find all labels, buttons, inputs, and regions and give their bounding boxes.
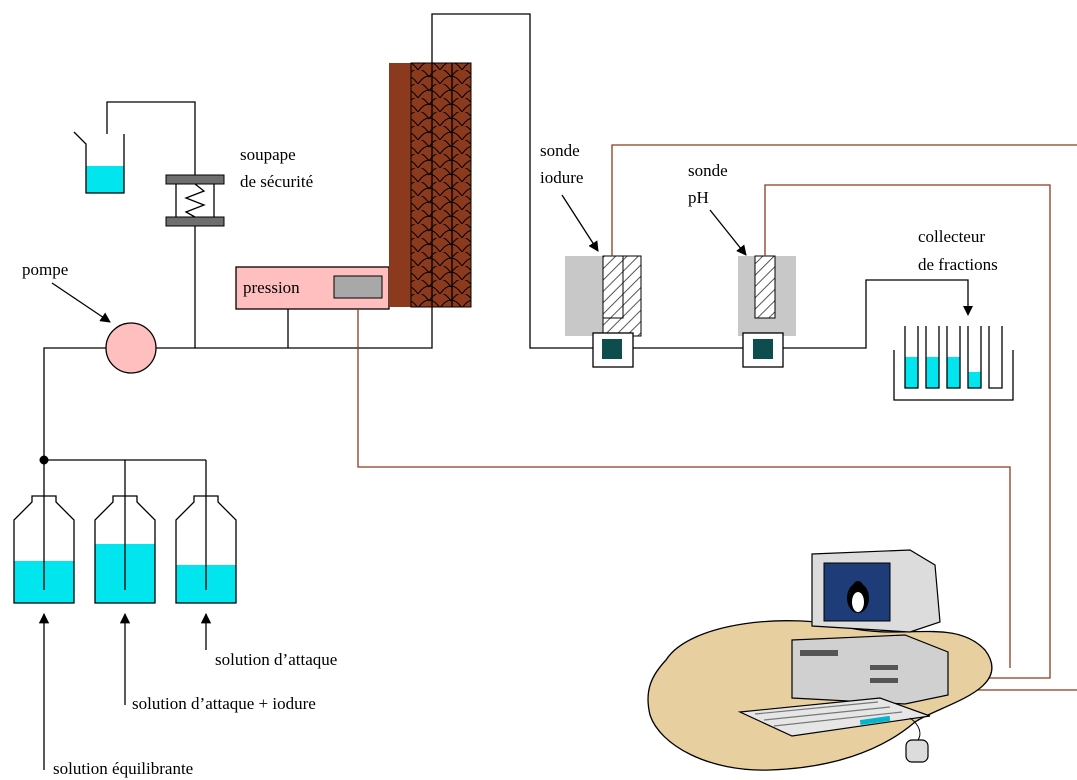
ph-probe [738,255,796,368]
mouse [905,739,929,763]
label-collecteur-line1: collecteur [918,227,985,246]
beaker-liquid [86,166,124,193]
collector-feed-line [783,279,969,349]
label-collecteur-line2: de fractions [918,255,998,274]
valve-outlet-line [106,101,196,175]
arrow-pompe [51,282,111,323]
label-solution-attaque: solution d’attaque [215,650,337,669]
bottle-solution-attaque [175,460,237,604]
pump-icon [105,322,157,374]
wire-ph [764,184,1051,679]
flow-cell [602,339,622,359]
bottle-solution-equilibrante [13,460,75,604]
arrow-sonde-iodure [561,194,599,252]
pressure-gauge: pression [235,266,390,310]
label-sonde-iodure-line2: iodure [540,168,583,187]
label-solution-attaque-iodure: solution d’attaque + iodure [132,694,316,713]
bottle-solution-attaque-iodure [94,460,156,604]
fraction-collector [893,326,1014,401]
computer-icon [647,549,993,771]
iodide-probe [565,255,642,368]
column-outlet-line [431,13,594,349]
wire-pressure [357,309,1011,668]
safety-valve-icon [165,174,225,227]
label-sonde-iodure-line1: sonde [540,141,580,160]
inlet-line [43,347,106,460]
wire-iodure [611,144,1077,256]
flow-cell [753,339,773,359]
main-line [156,305,433,349]
label-solution-equilibrante: solution équilibrante [53,759,193,778]
label-sonde-ph-line2: pH [688,188,709,207]
label-pression: pression [243,278,300,297]
arrow-sonde-ph [709,209,747,256]
label-soupape-line2: de sécurité [240,172,313,191]
overflow-beaker [73,131,125,194]
collector-feed-arrowhead [963,306,973,316]
packed-column-icon [389,62,472,308]
label-sonde-ph-line1: sonde [688,161,728,180]
label-soupape-line1: soupape [240,145,296,164]
label-pompe: pompe [22,260,68,279]
pressure-display [333,275,383,299]
